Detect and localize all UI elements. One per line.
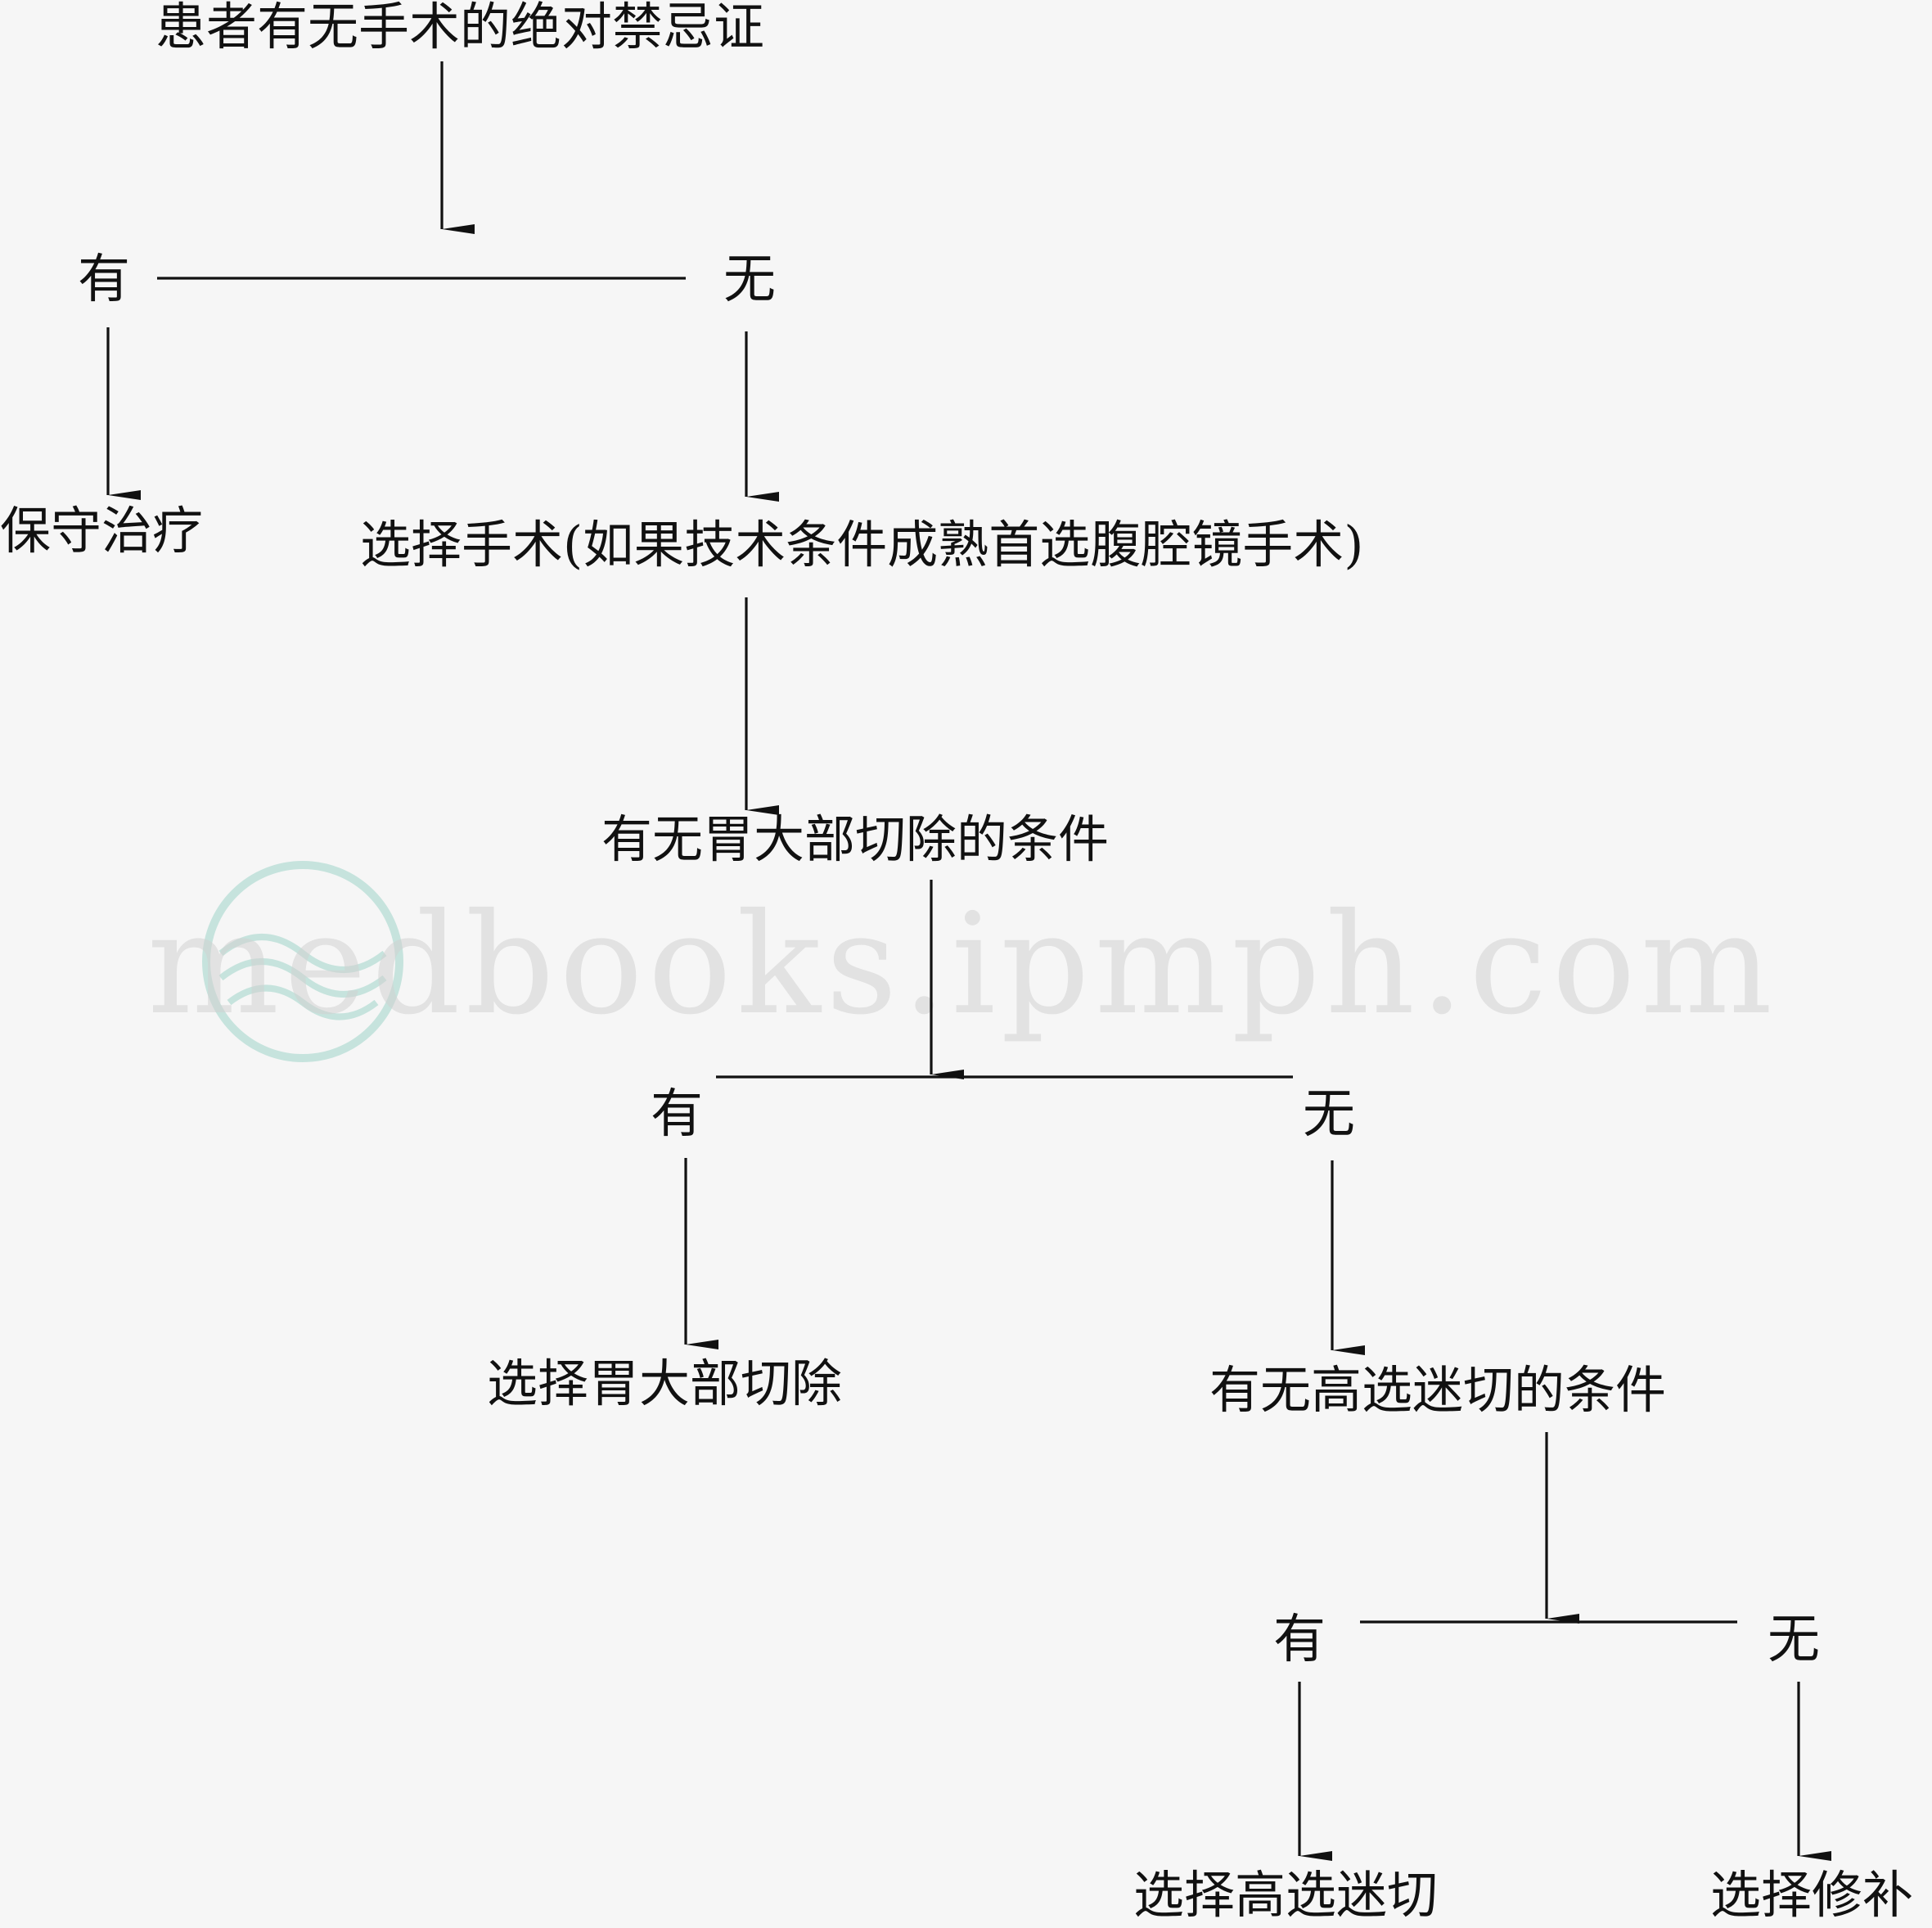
branch-no-3: 无 [1768, 1610, 1820, 1670]
outcome-gastrectomy: 选择胃大部切除 [487, 1354, 843, 1413]
watermark-text: medbooks.ipmph.com [147, 884, 1777, 1046]
branch-no-2: 无 [1303, 1084, 1355, 1145]
outcome-highly-selective-vagotomy: 选择高选迷切 [1133, 1865, 1439, 1925]
branch-yes-3: 有 [1273, 1610, 1326, 1670]
step-choose-surgery: 选择手术(如果技术条件成熟首选腹腔镜手术) [360, 515, 1364, 574]
branch-yes-1: 有 [78, 250, 130, 310]
branch-no-1: 无 [723, 250, 776, 310]
question-gastrectomy: 有无胃大部切除的条件 [601, 809, 1110, 869]
root-question: 患者有无手术的绝对禁忌证 [155, 0, 765, 56]
question-highly-selective-vagotomy: 有无高选迷切的条件 [1209, 1360, 1667, 1420]
outcome-repair: 选择修补 [1710, 1865, 1914, 1925]
branch-yes-2: 有 [651, 1084, 703, 1145]
outcome-conservative-treatment: 保守治疗 [0, 501, 204, 561]
publisher-logo-watermark [202, 861, 403, 1062]
